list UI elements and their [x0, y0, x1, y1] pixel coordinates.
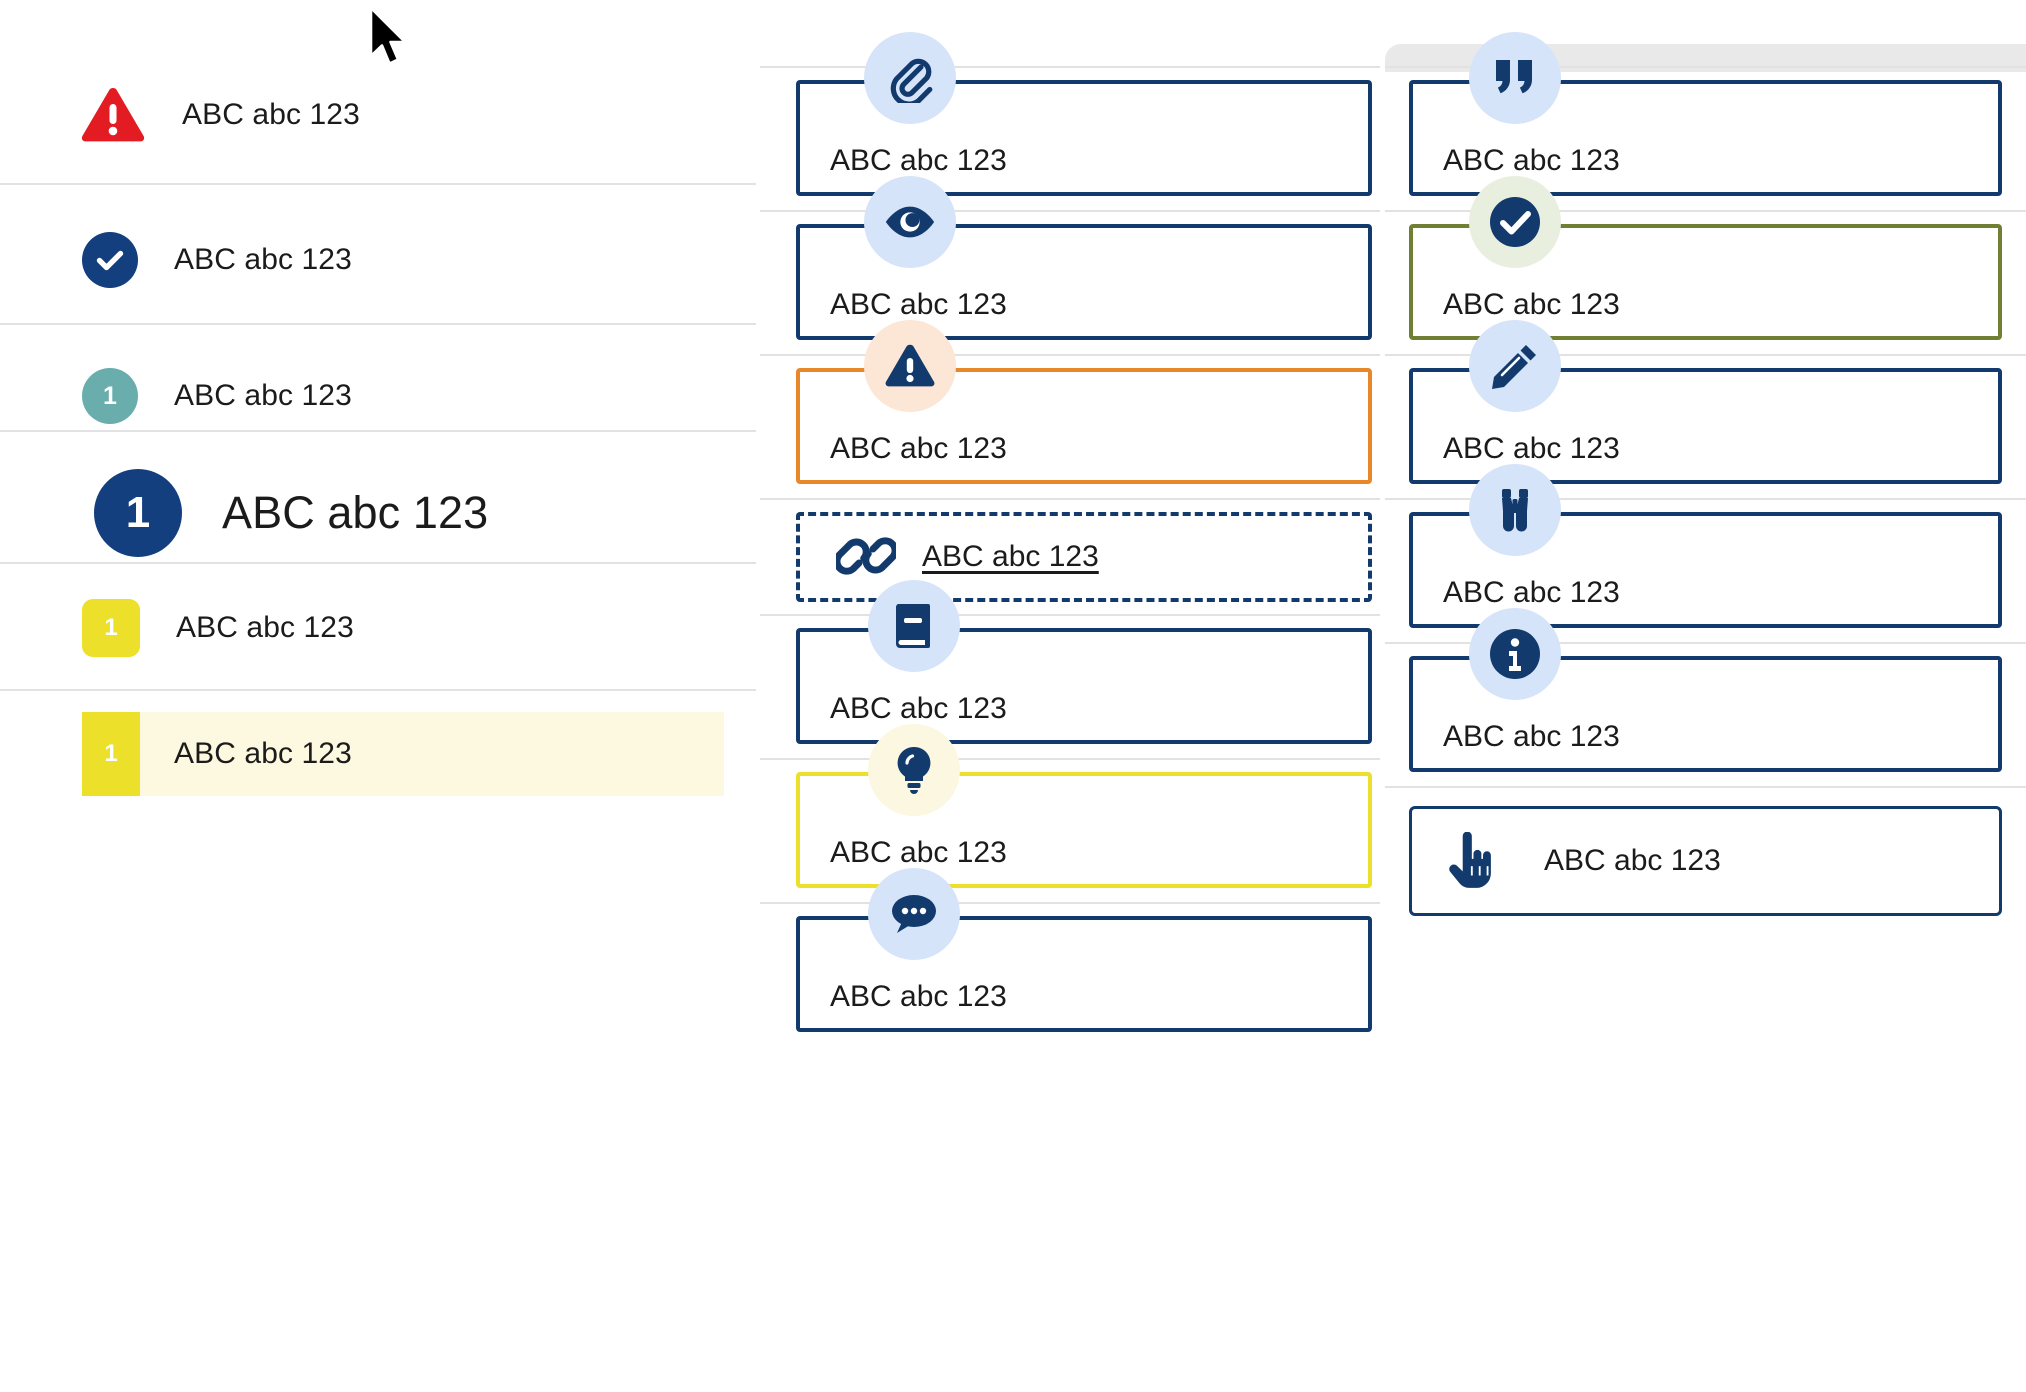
list-item-step-teal[interactable]: 1 ABC abc 123 — [0, 346, 756, 446]
card-label: ABC abc 123 — [1443, 576, 1620, 609]
list-item-label: ABC abc 123 — [176, 611, 354, 644]
chat-bubble-icon — [868, 868, 960, 960]
eye-icon — [864, 176, 956, 268]
divider — [0, 430, 756, 432]
divider — [760, 902, 1380, 904]
card-label: ABC abc 123 — [1443, 288, 1620, 321]
badge-number: 1 — [104, 614, 118, 641]
info-circle-icon — [1469, 608, 1561, 700]
badge-number: 1 — [103, 381, 117, 410]
list-item-label: ABC abc 123 — [174, 243, 352, 276]
number-badge-icon: 1 — [82, 368, 138, 424]
list-item-label: ABC abc 123 — [174, 379, 352, 412]
number-badge-icon: 1 — [82, 712, 140, 796]
card-label: ABC abc 123 — [830, 144, 1007, 177]
left-panel: ABC abc 123 ABC abc 123 1 ABC abc 123 1 … — [0, 0, 756, 1392]
card-label: ABC abc 123 — [830, 692, 1007, 725]
card-label: ABC abc 123 — [1443, 144, 1620, 177]
quotation-marks-icon — [1469, 32, 1561, 124]
list-item-label: ABC abc 123 — [182, 98, 360, 131]
badge-number: 1 — [104, 740, 118, 767]
pointing-hand-icon — [1440, 830, 1502, 892]
divider — [1385, 786, 2026, 788]
divider — [760, 758, 1380, 760]
card-label: ABC abc 123 — [830, 836, 1007, 869]
card-label: ABC abc 123 — [922, 540, 1099, 573]
check-circle-icon — [1469, 176, 1561, 268]
divider — [1385, 354, 2026, 356]
divider — [760, 354, 1380, 356]
divider — [0, 183, 756, 185]
card-label: ABC abc 123 — [830, 288, 1007, 321]
warning-triangle-icon — [80, 86, 146, 144]
chain-link-icon — [832, 522, 900, 590]
divider — [760, 210, 1380, 212]
divider — [0, 689, 756, 691]
card-attachment[interactable]: ABC abc 123 — [796, 80, 1372, 196]
list-item-alert[interactable]: ABC abc 123 — [0, 60, 756, 170]
card-action[interactable]: ABC abc 123 — [1409, 806, 2002, 916]
divider — [0, 323, 756, 325]
card-reference[interactable]: ABC abc 123 — [796, 628, 1372, 744]
list-item-label: ABC abc 123 — [174, 737, 352, 770]
list-item-step-highlighted[interactable]: 1 ABC abc 123 — [82, 712, 724, 796]
book-icon — [868, 580, 960, 672]
list-item-step-navy-large[interactable]: 1 ABC abc 123 — [0, 430, 756, 596]
list-item-step-yellow[interactable]: 1 ABC abc 123 — [0, 575, 756, 681]
card-label: ABC abc 123 — [1544, 844, 1721, 877]
lightbulb-icon — [868, 724, 960, 816]
list-item-success[interactable]: ABC abc 123 — [0, 205, 756, 315]
divider — [760, 498, 1380, 500]
paperclip-icon — [864, 32, 956, 124]
pencil-icon — [1469, 320, 1561, 412]
list-item-label: ABC abc 123 — [222, 487, 489, 538]
divider — [0, 562, 756, 564]
binoculars-icon — [1469, 464, 1561, 556]
divider — [760, 614, 1380, 616]
divider — [1385, 66, 2026, 68]
divider — [1385, 642, 2026, 644]
card-label: ABC abc 123 — [1443, 432, 1620, 465]
card-label: ABC abc 123 — [830, 980, 1007, 1013]
check-circle-icon — [82, 232, 138, 288]
badge-number: 1 — [125, 488, 151, 537]
divider — [1385, 210, 2026, 212]
divider — [760, 66, 1380, 68]
card-label: ABC abc 123 — [1443, 720, 1620, 753]
warning-triangle-icon — [864, 320, 956, 412]
divider — [1385, 498, 2026, 500]
card-label: ABC abc 123 — [830, 432, 1007, 465]
number-badge-icon: 1 — [82, 599, 140, 657]
number-badge-icon: 1 — [94, 469, 182, 557]
